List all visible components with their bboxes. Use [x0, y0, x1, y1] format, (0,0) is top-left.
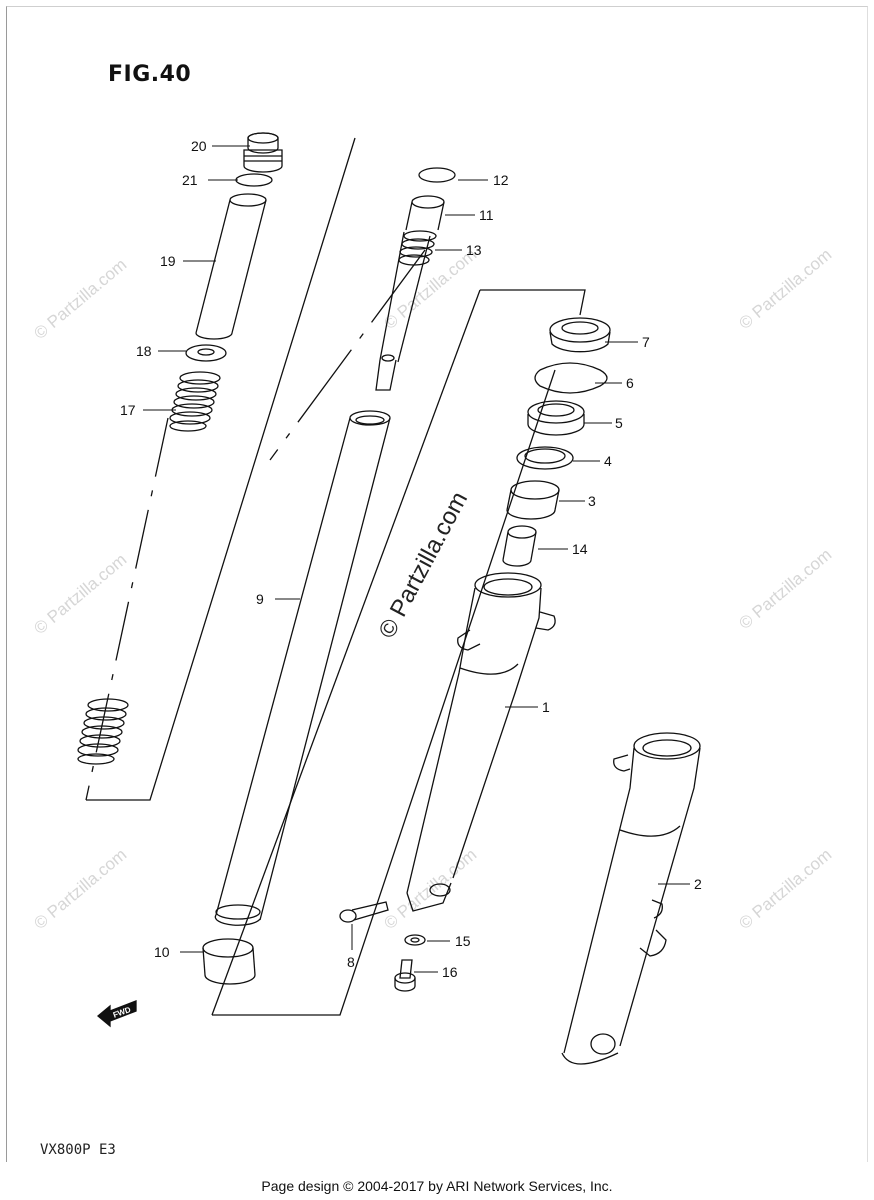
- spring-group-outline: [85, 137, 356, 801]
- spacer-tube-19: [195, 193, 267, 340]
- callout-20: 20: [191, 138, 207, 154]
- watermark-text: © Partzilla.com: [30, 550, 130, 638]
- callout-11: 11: [479, 207, 494, 223]
- callout-5: 5: [615, 415, 623, 431]
- callout-21: 21: [182, 172, 198, 188]
- oil-lock-piece-14: [502, 525, 537, 567]
- rebound-spring-13: [398, 230, 437, 266]
- watermark-center-text: © Partzilla.com: [373, 487, 473, 642]
- callout-13: 13: [466, 242, 482, 258]
- callout-12: 12: [493, 172, 509, 188]
- callout-7: 7: [642, 334, 650, 350]
- inner-tube-9: [214, 410, 391, 926]
- fork-spring-17: [169, 371, 221, 432]
- fwd-arrow-label: FWD: [112, 1005, 132, 1020]
- fwd-arrow: FWD: [96, 1000, 137, 1028]
- callout-17: 17: [120, 402, 136, 418]
- washer-4: [516, 446, 574, 470]
- outer-tube-1: [406, 572, 556, 912]
- model-code: VX800P E3: [40, 1142, 116, 1158]
- watermark-text: © Partzilla.com: [380, 245, 480, 333]
- callout-labels: 20 21 19 18 17 12 11 13 7 6 5 4 3 14 9 1…: [120, 138, 702, 980]
- callout-18: 18: [136, 343, 152, 359]
- o-ring-21: [235, 173, 273, 187]
- callout-leaders: [143, 145, 690, 973]
- drain-screw-16: [394, 959, 416, 992]
- cap-bolt-20: [243, 132, 283, 173]
- callout-2: 2: [694, 876, 702, 892]
- figure-title: FIG.40: [108, 62, 192, 87]
- watermark-text: © Partzilla.com: [30, 255, 130, 343]
- callout-4: 4: [604, 453, 612, 469]
- fork-spring-17-lower: [77, 698, 129, 765]
- callout-1: 1: [542, 699, 550, 715]
- dust-seal-7: [549, 317, 611, 353]
- page-footer-credit: Page design © 2004-2017 by ARI Network S…: [261, 1178, 613, 1194]
- callout-3: 3: [588, 493, 596, 509]
- oil-seal-5: [527, 400, 585, 436]
- watermark-text: © Partzilla.com: [30, 845, 130, 933]
- watermark-text: © Partzilla.com: [735, 845, 835, 933]
- callout-15: 15: [455, 933, 471, 949]
- callout-8: 8: [347, 954, 355, 970]
- callout-9: 9: [256, 591, 264, 607]
- gasket-15: [404, 934, 426, 946]
- stopper-ring-6: [534, 362, 608, 394]
- callout-14: 14: [572, 541, 588, 557]
- callout-10: 10: [154, 944, 170, 960]
- outer-tube-2: [561, 732, 701, 1065]
- callout-19: 19: [160, 253, 176, 269]
- inner-tube-group-outline: [211, 249, 586, 1016]
- washer-18: [185, 344, 227, 362]
- bushing-10: [202, 938, 256, 985]
- guide-bushing-3: [506, 480, 560, 520]
- socket-bolt-8: [339, 901, 389, 923]
- callout-6: 6: [626, 375, 634, 391]
- watermark-text: © Partzilla.com: [735, 545, 835, 633]
- callout-16: 16: [442, 964, 458, 980]
- watermark-text: © Partzilla.com: [735, 245, 835, 333]
- sheet-border: [6, 6, 868, 1162]
- piston-ring-12: [418, 167, 456, 183]
